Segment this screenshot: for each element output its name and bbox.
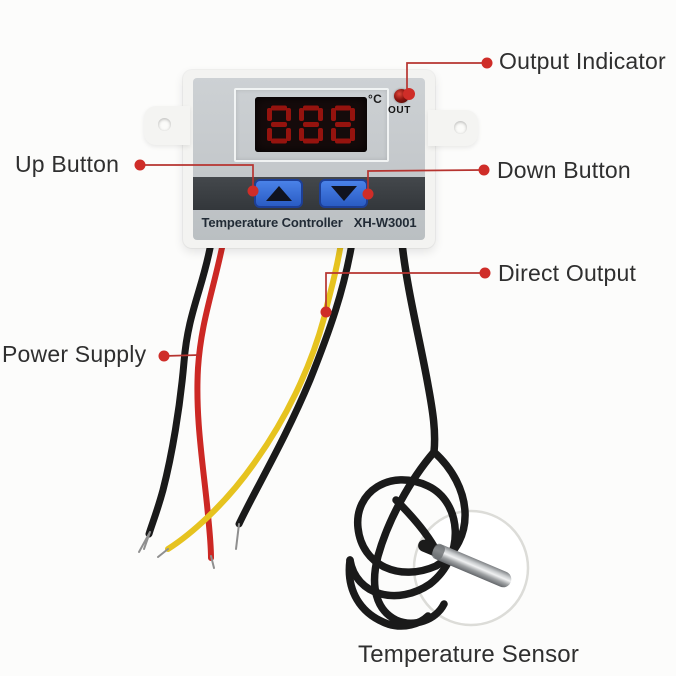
- direct-output-wire-yellow: [165, 240, 344, 552]
- mounting-hole-right: [454, 121, 467, 134]
- display-digit-segment: [350, 108, 355, 121]
- sensor-cable-coil: [346, 448, 469, 600]
- sensor-cable-coil-3: [345, 556, 432, 630]
- temperature-sensor-label: Temperature Sensor: [358, 641, 580, 668]
- mounting-hole-left: [158, 118, 171, 131]
- temperature-probe: [418, 539, 512, 588]
- display-digit-segment: [335, 138, 351, 144]
- display-digit-segment: [331, 108, 336, 121]
- display-digit-segment: [335, 122, 351, 127]
- display-digit-segment: [271, 105, 287, 111]
- display-digit-segment: [286, 128, 291, 141]
- up-button-label: Up Button: [15, 151, 120, 177]
- power-wire-black: [145, 239, 215, 538]
- up-arrow-icon: [265, 186, 292, 201]
- display-digit-segment: [303, 138, 319, 144]
- display-digit-segment: [299, 128, 304, 141]
- brand-name: Temperature Controller: [201, 215, 343, 230]
- up-button[interactable]: [254, 179, 303, 208]
- direct-output-label: Direct Output: [498, 260, 637, 286]
- display-digit-segment: [267, 108, 272, 121]
- probe-collar: [431, 543, 446, 560]
- output-indicator-led: [394, 89, 409, 103]
- display-digit-segment: [331, 128, 336, 141]
- display-digit-segment: [303, 105, 319, 111]
- direct-output-yellow-bare-tip: [157, 548, 169, 558]
- display-digit-segment: [267, 128, 272, 141]
- down-button[interactable]: [319, 179, 368, 208]
- display-digit-segment: [286, 108, 291, 121]
- model-number: XH-W3001: [353, 215, 417, 230]
- mounting-ear-left: [144, 106, 190, 145]
- display-digit-segment: [335, 105, 351, 111]
- celsius-unit-label: °C: [368, 92, 383, 106]
- power-wire-red-bare-tip: [210, 555, 215, 569]
- out-label: OUT: [388, 105, 411, 116]
- sensor-cable: [398, 239, 439, 456]
- display-digit-segment: [299, 108, 304, 121]
- controller-front-panel: °C OUT Temperature Controller XH-W3001: [193, 78, 425, 240]
- temperature-display: [255, 97, 367, 152]
- display-digit-segment: [318, 108, 323, 121]
- mounting-ear-right: [428, 110, 478, 146]
- display-digit-segment: [303, 122, 319, 127]
- display-digit-segment: [271, 122, 287, 127]
- button-strip: [193, 177, 425, 210]
- seven-segment-readout: [267, 105, 355, 144]
- display-bezel: [234, 88, 389, 162]
- display-digit-segment: [350, 128, 355, 141]
- output-indicator-label: Output Indicator: [499, 48, 666, 74]
- display-digit-segment: [318, 128, 323, 141]
- probe-metal-body: [432, 544, 512, 588]
- down-button-label: Down Button: [497, 157, 631, 183]
- power-wire-red: [194, 240, 226, 561]
- brand-line: Temperature Controller XH-W3001: [193, 215, 425, 230]
- display-digit-segment: [271, 138, 287, 144]
- down-arrow-icon: [330, 186, 357, 201]
- power-supply-label: Power Supply: [2, 341, 147, 367]
- power-wire-black-bare-tip: [138, 531, 151, 553]
- direct-output-black-bare-tip: [235, 523, 240, 550]
